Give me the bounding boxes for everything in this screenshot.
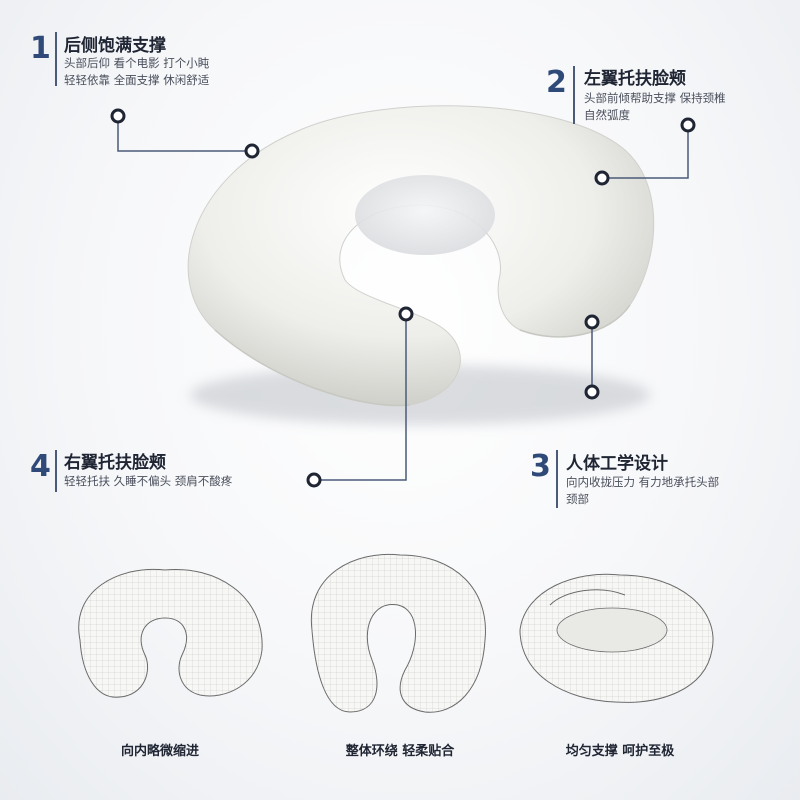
callout-number: 2	[546, 65, 567, 100]
callout-number: 3	[530, 449, 551, 484]
mesh-pillow-2	[310, 553, 486, 713]
callout-line: 向内收拢压力 有力地承托头部	[566, 475, 720, 489]
callout-divider	[573, 66, 575, 124]
callout-title: 右翼托扶脸颊	[64, 453, 166, 473]
caption-3: 均匀支撑 呵护至极	[565, 744, 675, 759]
callout-title: 后侧饱满支撑	[64, 36, 166, 56]
callout-line: 头部后仰 看个电影 打个小盹	[64, 56, 210, 70]
callout-line: 自然弧度	[584, 108, 630, 122]
callout-number: 1	[30, 31, 51, 66]
connector-lines	[117, 116, 689, 481]
connector-dots	[110, 108, 696, 488]
callout-title: 人体工学设计	[566, 454, 668, 474]
mesh-pillow-1	[78, 568, 263, 698]
callout-line: 轻轻托扶 久睡不偏头 颈肩不酸疼	[64, 474, 233, 488]
callout-divider	[55, 450, 57, 492]
callout-divider	[556, 450, 558, 508]
caption-2: 整体环绕 轻柔贴合	[345, 744, 455, 759]
callout-number: 4	[30, 449, 51, 484]
callout-line: 轻轻依靠 全面支撑 休闲舒适	[64, 73, 210, 87]
mesh-pillow-3	[519, 573, 714, 703]
callout-divider	[55, 32, 57, 86]
callout-line: 颈部	[566, 492, 589, 506]
caption-1: 向内略微缩进	[120, 744, 199, 759]
callout-line: 头部前倾帮助支撑 保持颈椎	[584, 91, 726, 105]
callout-title: 左翼托扶脸颊	[584, 69, 686, 89]
main-pillow-image	[187, 105, 655, 425]
